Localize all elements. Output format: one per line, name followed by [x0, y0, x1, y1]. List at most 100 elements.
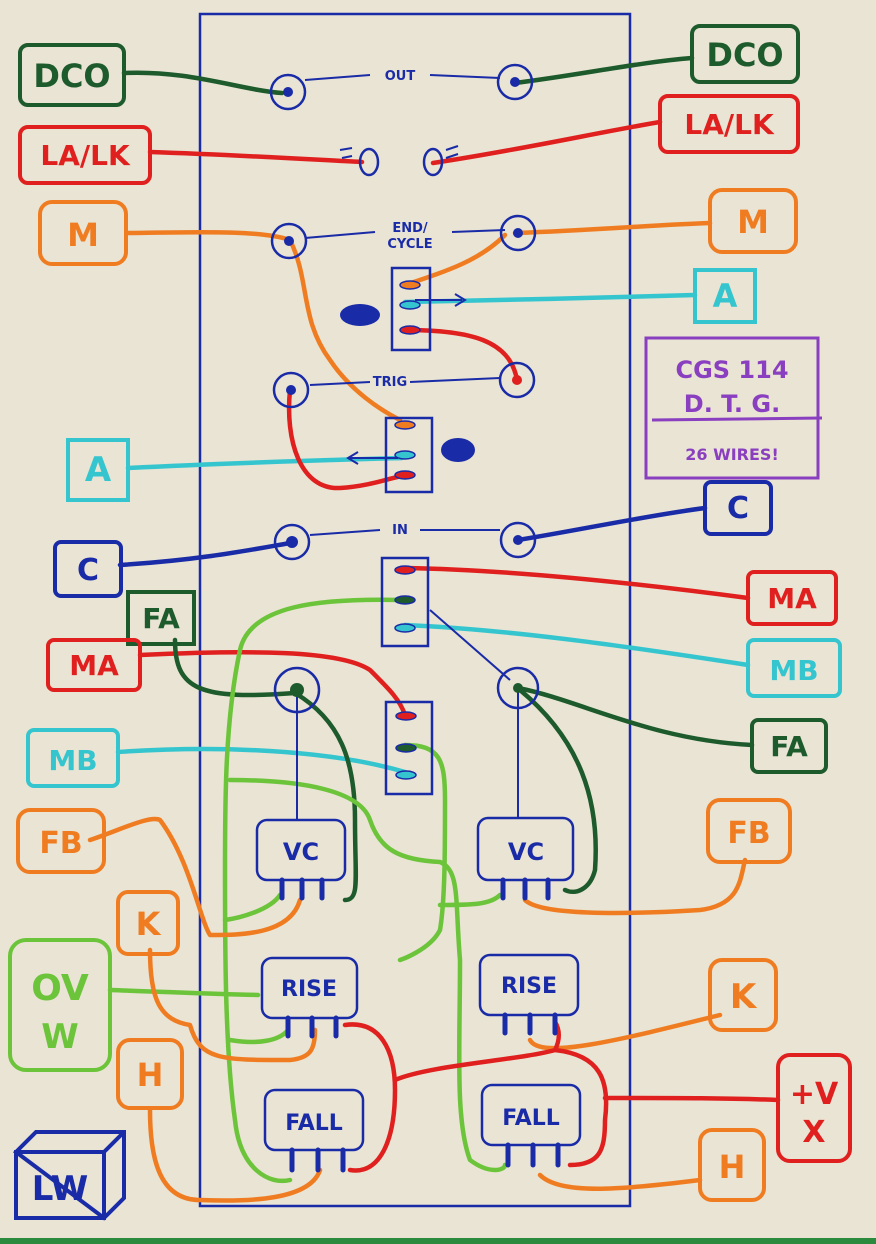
- svg-text:FALL: FALL: [285, 1111, 343, 1136]
- bottom-edge: [0, 1238, 876, 1244]
- box-c-left: C: [53, 540, 123, 598]
- svg-text:C: C: [77, 553, 99, 588]
- box-lalk-right: LA/LK: [658, 94, 800, 154]
- wire-fa-left: [172, 637, 359, 903]
- svg-text:FA: FA: [770, 730, 808, 763]
- svg-text:DCO: DCO: [706, 36, 783, 74]
- component-rise-right: RISE: [478, 953, 580, 1036]
- wire-fa-right-vc: [517, 687, 598, 895]
- svg-text:H: H: [719, 1148, 746, 1186]
- wire-green-a: [222, 597, 405, 1184]
- wire-m-left: [125, 229, 403, 423]
- wire-a-left: [125, 455, 405, 471]
- svg-text:H: H: [137, 1056, 164, 1094]
- box-fb-right: FB: [706, 798, 792, 864]
- box-a-left: A: [66, 438, 130, 502]
- switch-trig: [346, 416, 475, 494]
- svg-text:LA/LK: LA/LK: [40, 139, 131, 172]
- svg-text:LW: LW: [32, 1169, 89, 1209]
- svg-text:VC: VC: [508, 838, 544, 866]
- box-fa-left: FA: [126, 590, 196, 646]
- wire-end-red: [402, 327, 520, 383]
- box-dco-right: DCO: [690, 24, 800, 84]
- svg-text:C: C: [727, 491, 749, 526]
- svg-text:VC: VC: [283, 838, 319, 866]
- jack-end-left: [270, 222, 308, 260]
- wire-ma-left: [137, 649, 408, 718]
- wire-green-vc: [222, 892, 283, 923]
- svg-text:MA: MA: [767, 582, 817, 615]
- wire-ovw: [107, 987, 261, 998]
- wire-green-c: [397, 742, 448, 963]
- wire-v-right: [552, 1047, 609, 1168]
- box-lw: LW: [12, 1130, 126, 1221]
- wire-h-left: [147, 1107, 323, 1203]
- box-mb-right: MB: [746, 638, 842, 698]
- wire-lalk-right: [430, 119, 663, 166]
- wire-mb-left: [115, 746, 408, 775]
- wire-dco-left: [121, 70, 285, 96]
- jack-out-right: [496, 63, 534, 101]
- box-k-left: K: [116, 890, 180, 956]
- wire-m-right: [512, 220, 713, 236]
- wire-k-right: [527, 1012, 723, 1051]
- svg-text:MA: MA: [69, 649, 119, 682]
- svg-text:M: M: [737, 203, 769, 241]
- pot-left: [273, 666, 321, 714]
- box-c-right: C: [703, 480, 773, 536]
- title-line2: D. T. G.: [684, 390, 780, 418]
- box-m-right: M: [708, 188, 798, 254]
- wire-ma-right: [402, 565, 751, 601]
- svg-text:A: A: [85, 450, 112, 490]
- wire-green-rise: [227, 1027, 291, 1045]
- label-trig: TRIG: [373, 375, 407, 390]
- title-line1: CGS 114: [675, 356, 788, 384]
- svg-text:+V: +V: [790, 1077, 839, 1112]
- label-out: OUT: [385, 69, 416, 84]
- wire-v-rise-l: [342, 1022, 398, 1173]
- wire-v-cross: [392, 1019, 561, 1083]
- svg-text:LA/LK: LA/LK: [684, 108, 775, 141]
- label-end: END/: [392, 221, 428, 236]
- led-left: [358, 147, 380, 177]
- title-box: CGS 114 D. T. G. 26 WIRES!: [644, 336, 823, 480]
- wire-green-b: [227, 777, 508, 1173]
- switch-mod: [384, 700, 434, 796]
- jack-in-left: [273, 523, 311, 561]
- wire-lalk-left: [147, 149, 365, 165]
- svg-text:RISE: RISE: [501, 974, 557, 999]
- box-ovw: OV W: [8, 938, 112, 1072]
- wire-mb-right: [402, 622, 751, 668]
- svg-text:FA: FA: [142, 602, 180, 635]
- wire-fa-right: [515, 685, 755, 748]
- wire-dco-right: [512, 55, 695, 86]
- component-rise-left: RISE: [260, 956, 359, 1039]
- title-line3: 26 WIRES!: [685, 445, 779, 464]
- svg-text:FB: FB: [39, 826, 82, 861]
- svg-text:OV: OV: [31, 968, 89, 1009]
- label-in: IN: [392, 523, 408, 538]
- svg-text:DCO: DCO: [33, 57, 110, 95]
- box-m-left: M: [38, 200, 128, 266]
- box-fa-right: FA: [750, 718, 828, 774]
- box-k-right: K: [708, 958, 778, 1032]
- component-fall-left: FALL: [263, 1088, 365, 1173]
- wire-fb-left: [87, 816, 303, 938]
- box-lalk-left: LA/LK: [18, 125, 152, 185]
- jack-trig-left: [272, 371, 310, 409]
- component-vc-left: VC: [255, 818, 347, 901]
- svg-text:K: K: [136, 905, 162, 943]
- wire-fb-right: [522, 857, 748, 916]
- svg-text:MB: MB: [48, 744, 97, 777]
- svg-text:A: A: [713, 277, 738, 315]
- box-fb-left: FB: [16, 808, 106, 874]
- svg-text:FB: FB: [727, 816, 770, 851]
- wire-a-right: [402, 292, 698, 305]
- jack-in-right: [499, 521, 537, 559]
- box-a-right: A: [693, 268, 757, 324]
- component-vc-right: VC: [476, 816, 575, 901]
- led-right: [422, 147, 444, 177]
- svg-text:RISE: RISE: [281, 977, 337, 1002]
- svg-text:W: W: [41, 1017, 79, 1057]
